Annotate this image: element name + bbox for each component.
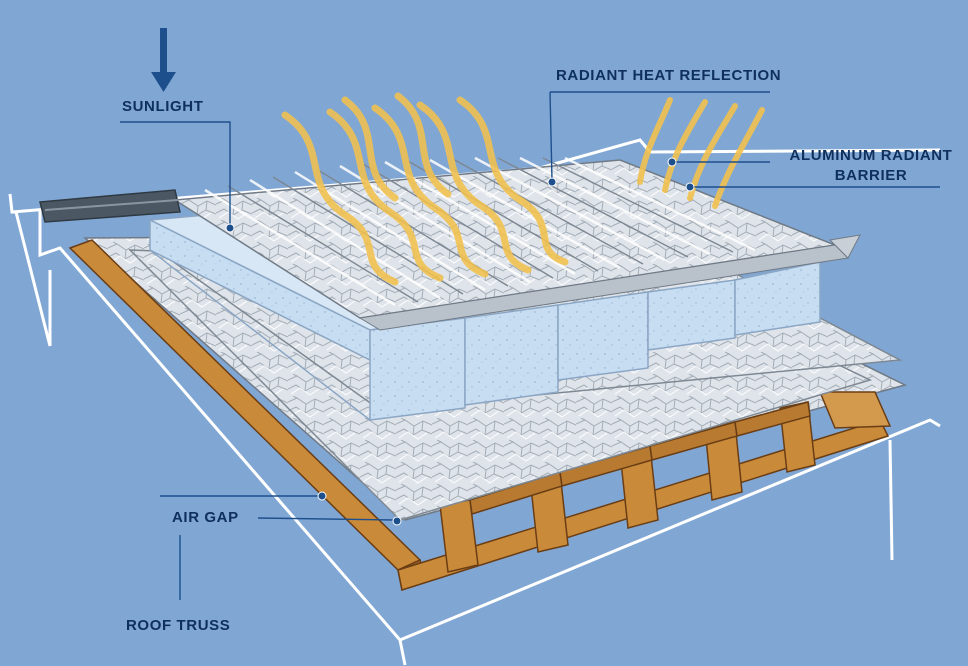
label-sunlight: SUNLIGHT — [122, 98, 204, 115]
label-aluminum-radiant-barrier: ALUMINUM RADIANT BARRIER — [786, 146, 956, 186]
callout-dots — [225, 157, 695, 526]
label-roof-truss: ROOF TRUSS — [126, 617, 231, 634]
label-aluminum-radiant-barrier-line2: BARRIER — [834, 167, 908, 184]
radiant-heat-waves — [281, 92, 569, 286]
label-aluminum-radiant-barrier-line1: ALUMINUM RADIANT — [789, 147, 953, 164]
callout-lines — [120, 91, 940, 600]
sunlight-arrow-icon — [151, 28, 176, 92]
label-air-gap: AIR GAP — [172, 509, 239, 526]
label-radiant-heat-reflection: RADIANT HEAT REFLECTION — [556, 67, 782, 84]
